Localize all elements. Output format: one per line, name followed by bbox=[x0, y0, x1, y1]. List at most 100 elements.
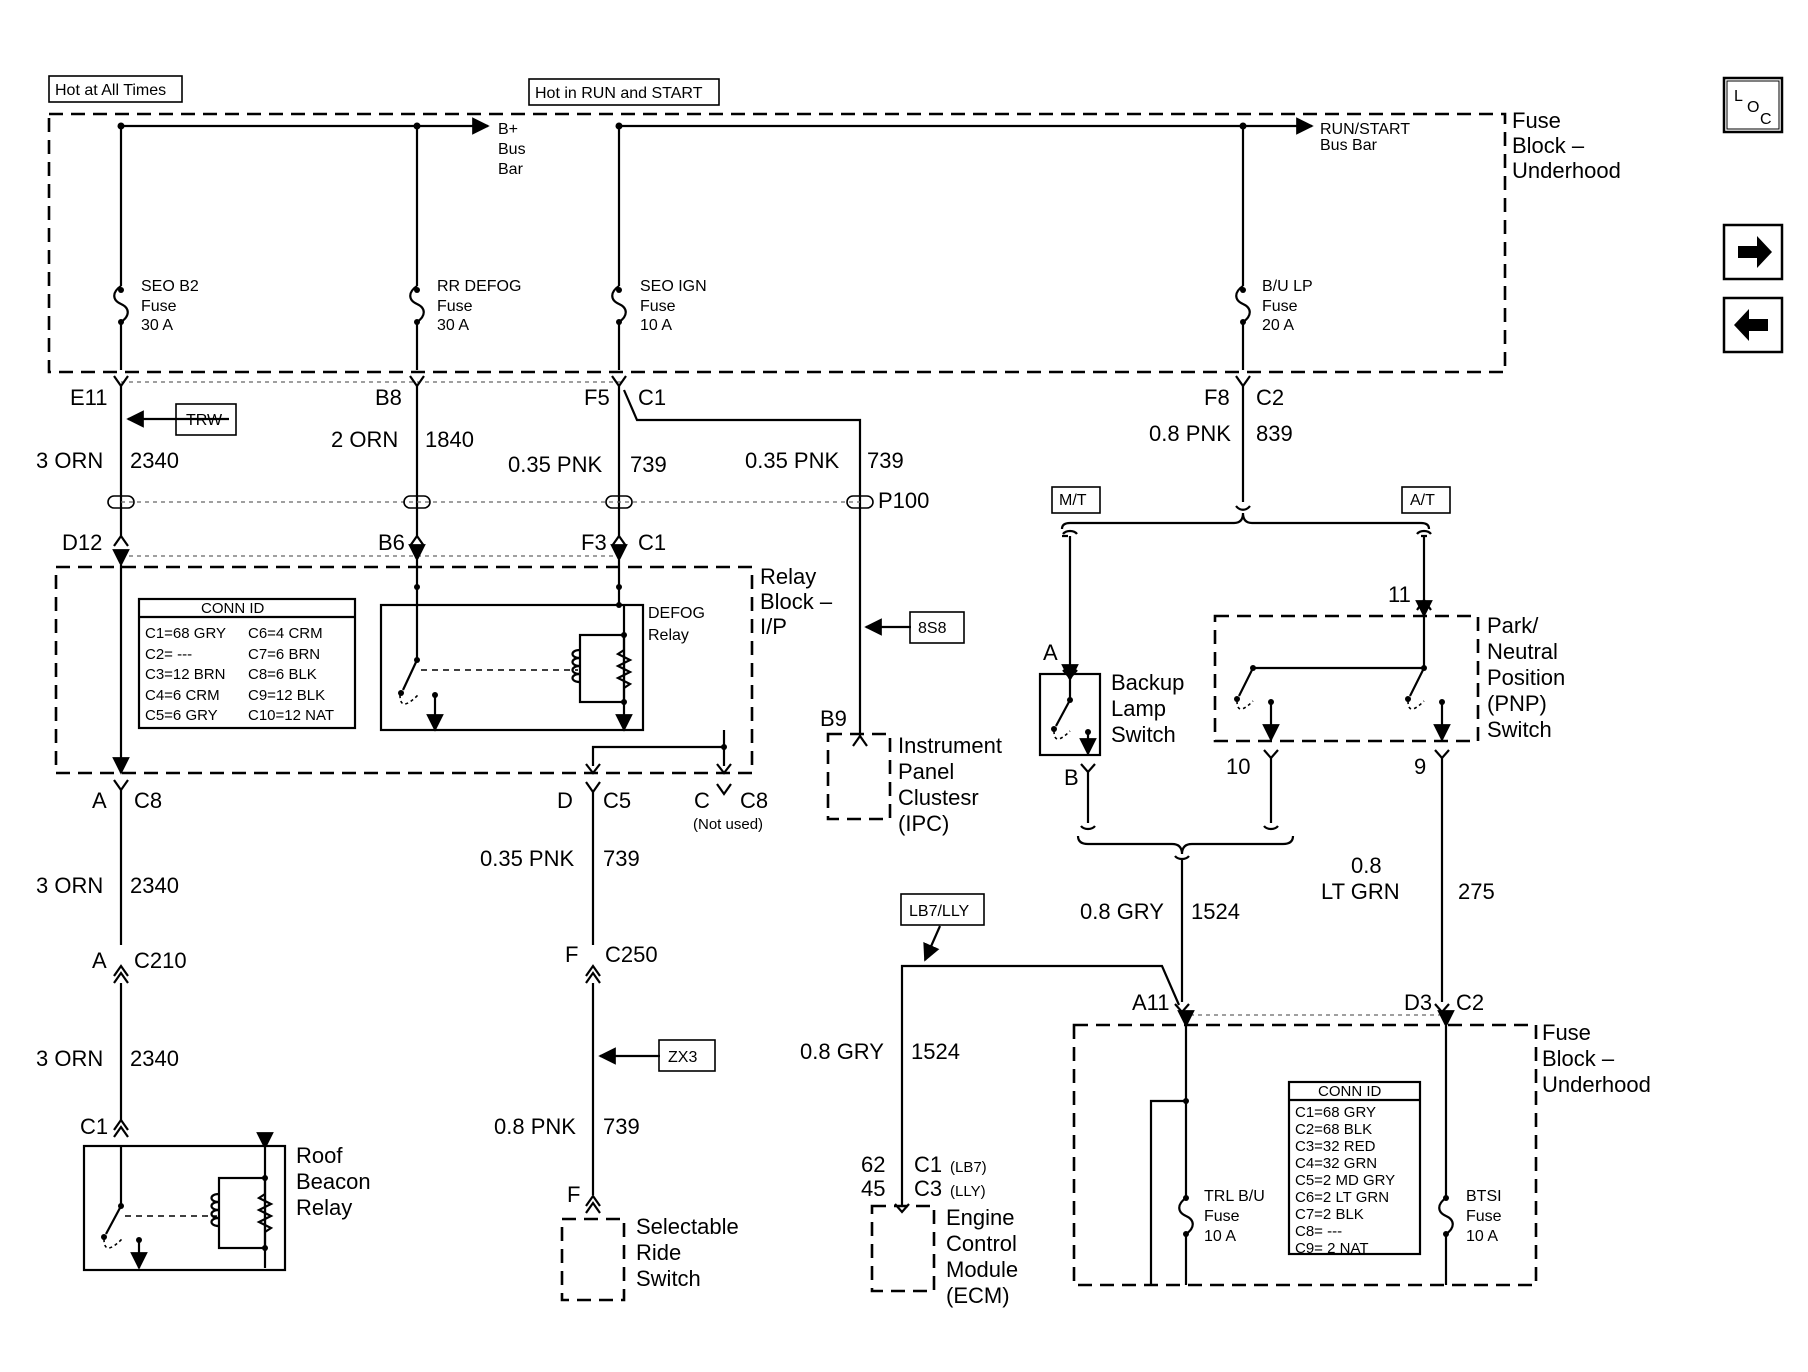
pin-9: 9 bbox=[1414, 754, 1426, 779]
svg-text:C3=12 BRN: C3=12 BRN bbox=[145, 666, 225, 683]
conn-f5: F5 bbox=[584, 385, 610, 410]
svg-text:C: C bbox=[1760, 111, 1772, 128]
svg-text:Instrument: Instrument bbox=[898, 733, 1002, 758]
svg-text:I/P: I/P bbox=[760, 614, 787, 639]
svg-text:Roof: Roof bbox=[296, 1143, 343, 1168]
conn-b-backup: B bbox=[1064, 765, 1079, 790]
svg-text:Underhood: Underhood bbox=[1542, 1072, 1651, 1097]
pin-62: 62 bbox=[861, 1152, 885, 1177]
svg-text:L: L bbox=[1734, 88, 1743, 105]
conn-c8-left: C8 bbox=[134, 788, 162, 813]
relay-block-ip bbox=[54, 565, 754, 775]
fuse-btsi: BTSI Fuse 10 A bbox=[1437, 1010, 1502, 1285]
svg-text:Bus Bar: Bus Bar bbox=[1320, 137, 1378, 154]
svg-text:Hot in RUN and START: Hot in RUN and START bbox=[535, 85, 703, 102]
svg-text:Fuse: Fuse bbox=[1466, 1208, 1502, 1225]
svg-text:Panel: Panel bbox=[898, 759, 954, 784]
svg-text:O: O bbox=[1747, 99, 1759, 116]
engine-control-module: Engine Control Module (ECM) bbox=[870, 1204, 1018, 1308]
b-plus-bus-label: B+ Bus Bar bbox=[498, 121, 526, 178]
hot-in-run-start-label: Hot in RUN and START bbox=[528, 78, 720, 106]
wire-1840-b8 bbox=[409, 375, 425, 547]
svg-text:DEFOG: DEFOG bbox=[648, 605, 705, 622]
svg-text:Switch: Switch bbox=[636, 1266, 701, 1291]
arrow-right-icon bbox=[1738, 236, 1772, 268]
previous-page-button[interactable] bbox=[1722, 296, 1784, 354]
svg-text:Ride: Ride bbox=[636, 1240, 681, 1265]
wire-label-2orn: 2 ORN bbox=[331, 427, 398, 452]
svg-text:SEO IGN: SEO IGN bbox=[640, 278, 707, 295]
fuse-rr-defog: RR DEFOG Fuse 30 A bbox=[409, 122, 521, 370]
instrument-panel-cluster: Instrument Panel Clustesr (IPC) bbox=[826, 732, 1002, 836]
conn-c3-ecm-note: (LLY) bbox=[950, 1183, 986, 1200]
wire-2340-e11 bbox=[113, 375, 129, 547]
wire-label-739-c: 739 bbox=[603, 846, 640, 871]
option-at: A/T bbox=[1401, 486, 1451, 514]
fuse-bu-lp: B/U LP Fuse 20 A bbox=[1235, 122, 1313, 370]
svg-text:20 A: 20 A bbox=[1262, 317, 1294, 334]
wire-label-08pnk-d: 0.8 PNK bbox=[494, 1114, 576, 1139]
not-used-note: (Not used) bbox=[693, 816, 763, 833]
wire-label-739-d: 739 bbox=[603, 1114, 640, 1139]
wire-739-f5 bbox=[611, 375, 868, 747]
svg-text:CONN ID: CONN ID bbox=[201, 600, 265, 617]
svg-text:RR DEFOG: RR DEFOG bbox=[437, 278, 521, 295]
option-trw: TRW bbox=[175, 403, 237, 436]
conn-c1-top: C1 bbox=[638, 385, 666, 410]
wire-label-035pnk-c: 0.35 PNK bbox=[480, 846, 574, 871]
conn-c1-roof: C1 bbox=[80, 1114, 108, 1139]
svg-text:C4=6 CRM: C4=6 CRM bbox=[145, 687, 220, 704]
svg-text:Fuse: Fuse bbox=[640, 298, 676, 315]
svg-text:Neutral: Neutral bbox=[1487, 639, 1558, 664]
fuse-seo-ign: SEO IGN Fuse 10 A bbox=[611, 122, 707, 370]
svg-text:C9=12 BLK: C9=12 BLK bbox=[248, 687, 325, 704]
wire-label-08gry: 0.8 GRY bbox=[1080, 899, 1164, 924]
svg-text:Engine: Engine bbox=[946, 1205, 1015, 1230]
svg-text:Switch: Switch bbox=[1487, 717, 1552, 742]
svg-text:30 A: 30 A bbox=[141, 317, 173, 334]
svg-text:TRL B/U: TRL B/U bbox=[1204, 1188, 1265, 1205]
svg-text:8S8: 8S8 bbox=[918, 620, 947, 637]
pin-45: 45 bbox=[861, 1176, 885, 1201]
wire-label-035pnk-b: 0.35 PNK bbox=[745, 448, 839, 473]
svg-text:(IPC): (IPC) bbox=[898, 811, 949, 836]
wire-label-08-ltgrn: 0.8 bbox=[1351, 853, 1382, 878]
wire-label-1524: 1524 bbox=[1191, 899, 1240, 924]
conn-f8: F8 bbox=[1204, 385, 1230, 410]
conn-a-backup: A bbox=[1043, 640, 1058, 665]
svg-text:Block –: Block – bbox=[1542, 1046, 1615, 1071]
svg-text:Bus: Bus bbox=[498, 141, 526, 158]
svg-text:C3=32 RED: C3=32 RED bbox=[1295, 1138, 1376, 1155]
wire-1524-ecm bbox=[900, 964, 1181, 1205]
svg-text:10 A: 10 A bbox=[1466, 1228, 1498, 1245]
svg-text:C9= 2 NAT: C9= 2 NAT bbox=[1295, 1240, 1369, 1257]
wire-739-lower bbox=[585, 781, 601, 1214]
svg-text:C5=2 MD GRY: C5=2 MD GRY bbox=[1295, 1172, 1395, 1189]
svg-text:Fuse: Fuse bbox=[437, 298, 473, 315]
svg-text:C1=68 GRY: C1=68 GRY bbox=[145, 625, 226, 642]
svg-text:RUN/START: RUN/START bbox=[1320, 121, 1410, 138]
pnp-switch: Park/ Neutral Position (PNP) Switch bbox=[1213, 600, 1565, 743]
wire-label-08gry-b: 0.8 GRY bbox=[800, 1039, 884, 1064]
conn-a11: A11 bbox=[1132, 990, 1170, 1015]
wire-2340-lower bbox=[113, 779, 129, 1138]
svg-text:Relay: Relay bbox=[760, 564, 816, 589]
svg-text:Relay: Relay bbox=[648, 627, 689, 644]
conn-d12: D12 bbox=[62, 530, 102, 555]
conn-c2-top: C2 bbox=[1256, 385, 1284, 410]
svg-text:Backup: Backup bbox=[1111, 670, 1184, 695]
wire-label-08pnk: 0.8 PNK bbox=[1149, 421, 1231, 446]
conn-e11: E11 bbox=[70, 385, 108, 410]
svg-text:ZX3: ZX3 bbox=[668, 1049, 697, 1066]
fuse-seo-b2: SEO B2 Fuse 30 A bbox=[113, 122, 199, 370]
next-page-button[interactable] bbox=[1722, 223, 1784, 281]
svg-text:Fuse: Fuse bbox=[1204, 1208, 1240, 1225]
conn-c8-right: C8 bbox=[740, 788, 768, 813]
svg-text:CONN ID: CONN ID bbox=[1318, 1083, 1382, 1100]
loc-button[interactable]: L O C bbox=[1722, 76, 1784, 134]
conn-a-c8: A bbox=[92, 788, 107, 813]
svg-text:Fuse: Fuse bbox=[141, 298, 177, 315]
lb7-arrow bbox=[923, 925, 942, 962]
p100-connector-marks bbox=[107, 495, 874, 509]
